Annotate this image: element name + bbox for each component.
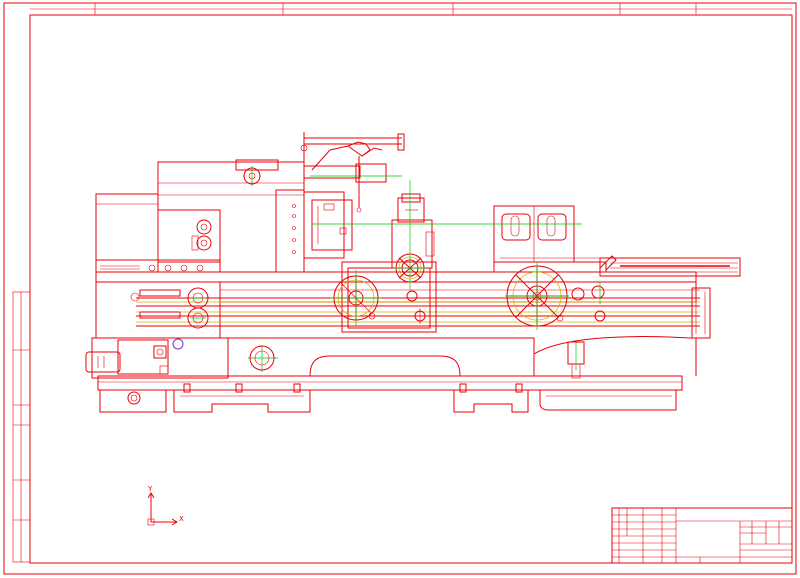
title-block	[611, 507, 793, 564]
ucs-axis-icon: Y X	[147, 485, 184, 526]
left-stamp-strip	[12, 291, 31, 563]
lathe-bed	[95, 257, 741, 339]
axis-label-x: X	[179, 515, 184, 523]
carriage-assembly	[333, 193, 437, 333]
lathe-base	[85, 336, 697, 413]
axis-label-y: Y	[147, 485, 153, 493]
headstock	[95, 132, 405, 273]
sheet-frame	[3, 2, 797, 575]
centerlines	[190, 166, 601, 372]
